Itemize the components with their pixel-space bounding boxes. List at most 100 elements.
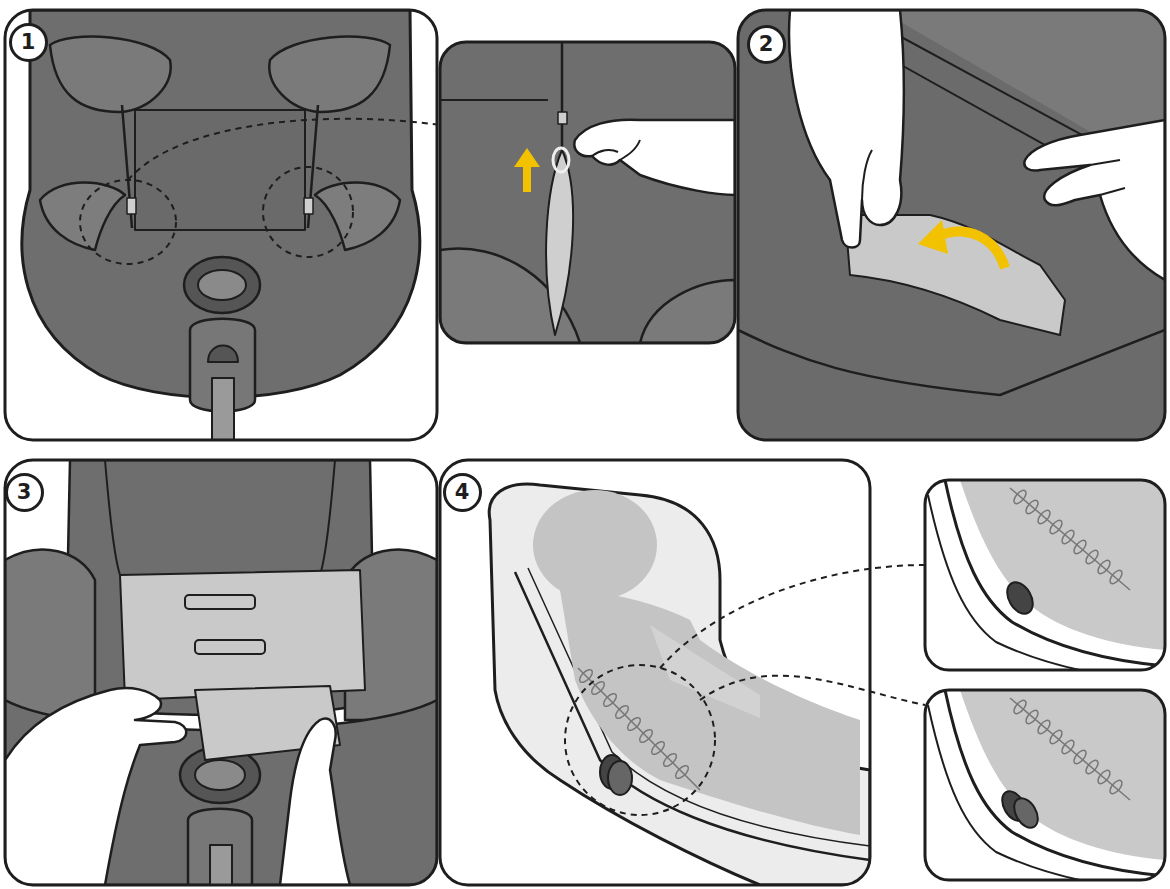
pad-place-view-part — [280, 719, 350, 885]
pad-place-view-part — [120, 570, 365, 700]
seat-top-view-part — [263, 167, 353, 257]
pad-place-view-part — [65, 460, 375, 715]
detail-inset-part — [925, 480, 1165, 670]
child-side-view-part — [565, 665, 715, 815]
child-side-view-part-part — [674, 764, 691, 781]
seat-top-view-part — [127, 198, 136, 214]
tag-detail-part — [514, 148, 540, 167]
seat-top-view-part — [128, 119, 437, 180]
detail-inset-part-part-part — [1036, 508, 1052, 525]
detail-inset-part-part — [1012, 698, 1124, 795]
child-side-view-part — [440, 460, 870, 885]
detail-inset-part-part — [925, 480, 1165, 670]
child-side-view-part — [560, 590, 860, 835]
detail-inset-part-part — [960, 480, 1165, 650]
detail-inset-part-part-part — [1060, 528, 1076, 545]
detail-inset-part-part-part — [1024, 708, 1040, 725]
child-side-view-part — [578, 668, 700, 790]
pad-peel-view-part — [918, 220, 948, 254]
pad-peel-view-part — [738, 10, 1165, 440]
pad-place-view-part — [105, 460, 335, 575]
tag-detail-part — [546, 150, 573, 335]
tag-detail-part — [640, 280, 735, 343]
detail-inset-part-part — [928, 705, 1165, 880]
seat-top-view-part — [135, 110, 305, 230]
pad-place-view-part — [5, 688, 186, 885]
detail-inset-part-part-part — [1048, 518, 1064, 535]
detail-inset-part — [925, 690, 1165, 880]
detail-inset-part-part-part — [1036, 718, 1052, 735]
child-side-view-part-part — [602, 692, 619, 709]
seat-top-view-part — [198, 270, 246, 300]
pad-place-view-part — [195, 640, 265, 654]
detail-inset-part-part-part — [1024, 498, 1040, 515]
detail-inset — [925, 690, 1165, 889]
panel-frame — [738, 10, 1165, 440]
pad-place-view-part — [210, 845, 232, 885]
detail-inset-part-part — [925, 690, 1165, 880]
tag-detail-part — [440, 42, 735, 343]
detail-inset — [925, 480, 1165, 682]
panel-frame — [440, 460, 870, 885]
detail-inset-part — [925, 690, 1165, 880]
seat-top-view-part — [80, 180, 176, 264]
panel-frame — [5, 460, 437, 885]
callout-number: 2 — [747, 25, 786, 64]
detail-inset-part-part-part — [1096, 768, 1112, 785]
child-side-view-part — [533, 490, 657, 600]
seat-top-view-part — [269, 37, 390, 112]
detail-inset-part-part-part — [1108, 568, 1124, 585]
tag-detail-part — [440, 99, 548, 101]
detail-inset-part-part — [928, 495, 1165, 670]
tag-detail — [440, 42, 735, 343]
seat-top-view-part — [208, 346, 238, 363]
detail-inset-part-part-part — [1084, 758, 1100, 775]
detail-inset-part-part — [1002, 578, 1038, 618]
pad-peel-view-part — [738, 330, 1165, 395]
callout-number: 4 — [443, 473, 482, 512]
seat-top-view-part — [212, 378, 234, 440]
pad-place-view-part — [195, 760, 245, 790]
tag-detail-part — [592, 140, 640, 160]
detail-inset-part-part — [1010, 698, 1130, 800]
pad-place-view-part — [5, 460, 437, 885]
pad-peel-view — [738, 10, 1165, 440]
child-side-view-part — [528, 568, 870, 846]
child-side-view-part — [515, 572, 870, 860]
child-side-view-part-part — [662, 752, 679, 769]
pad-place-view-part — [5, 550, 95, 720]
detail-inset-part-part-part — [1084, 548, 1100, 565]
seat-top-view-part — [315, 183, 400, 251]
callout-number: 1 — [9, 23, 48, 62]
pad-peel-view-part — [845, 215, 1065, 335]
panel-frame — [440, 42, 735, 343]
child-side-view-part-part — [614, 704, 631, 721]
detail-inset-part-part-part — [1072, 748, 1088, 765]
detail-inset-part-part — [945, 480, 1165, 666]
detail-inset-part-part — [960, 690, 1165, 860]
seat-top-view-part — [40, 183, 125, 251]
detail-inset-part-part — [945, 690, 1165, 876]
detail-inset-part-part — [1012, 488, 1124, 585]
tag-detail-part — [574, 120, 735, 195]
detail-inset-part-part-part — [1012, 698, 1028, 715]
leader-line — [660, 565, 925, 668]
pad-peel-view-part — [1090, 160, 1125, 195]
detail-inset-part-part-part — [1060, 738, 1076, 755]
tag-detail-part — [553, 148, 569, 172]
panel-frame — [5, 10, 437, 440]
detail-inset-part-part — [1010, 488, 1130, 590]
seat-top-view-part — [5, 10, 437, 440]
pad-place-view-part — [185, 595, 255, 609]
callout-number: 3 — [5, 473, 44, 512]
seat-top-view-part — [50, 37, 171, 112]
seat-top-view — [5, 10, 437, 440]
pad-peel-view-part — [938, 232, 1005, 268]
seat-top-view-part — [304, 198, 313, 214]
child-side-view-part-part — [650, 740, 667, 757]
detail-inset-part-part-part — [1048, 728, 1064, 745]
child-side-view-part-part — [626, 716, 643, 733]
child-side-view — [440, 460, 870, 885]
